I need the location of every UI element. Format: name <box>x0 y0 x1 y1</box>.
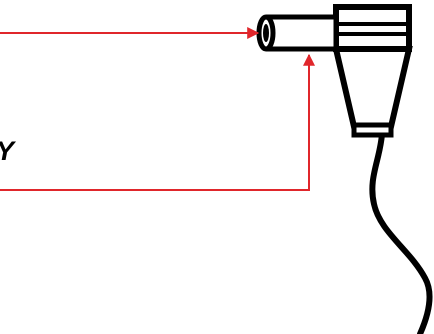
plug-collar <box>351 122 394 138</box>
sleeve-label-fragment: Y <box>0 136 17 166</box>
sleeve-callout-arrow <box>0 53 315 191</box>
plug-barrel <box>266 14 339 52</box>
barrel-tip-hole <box>263 24 269 42</box>
plug-handle <box>332 46 413 134</box>
connector-plug <box>256 4 413 138</box>
cable <box>369 131 433 334</box>
plug-housing <box>333 4 412 52</box>
